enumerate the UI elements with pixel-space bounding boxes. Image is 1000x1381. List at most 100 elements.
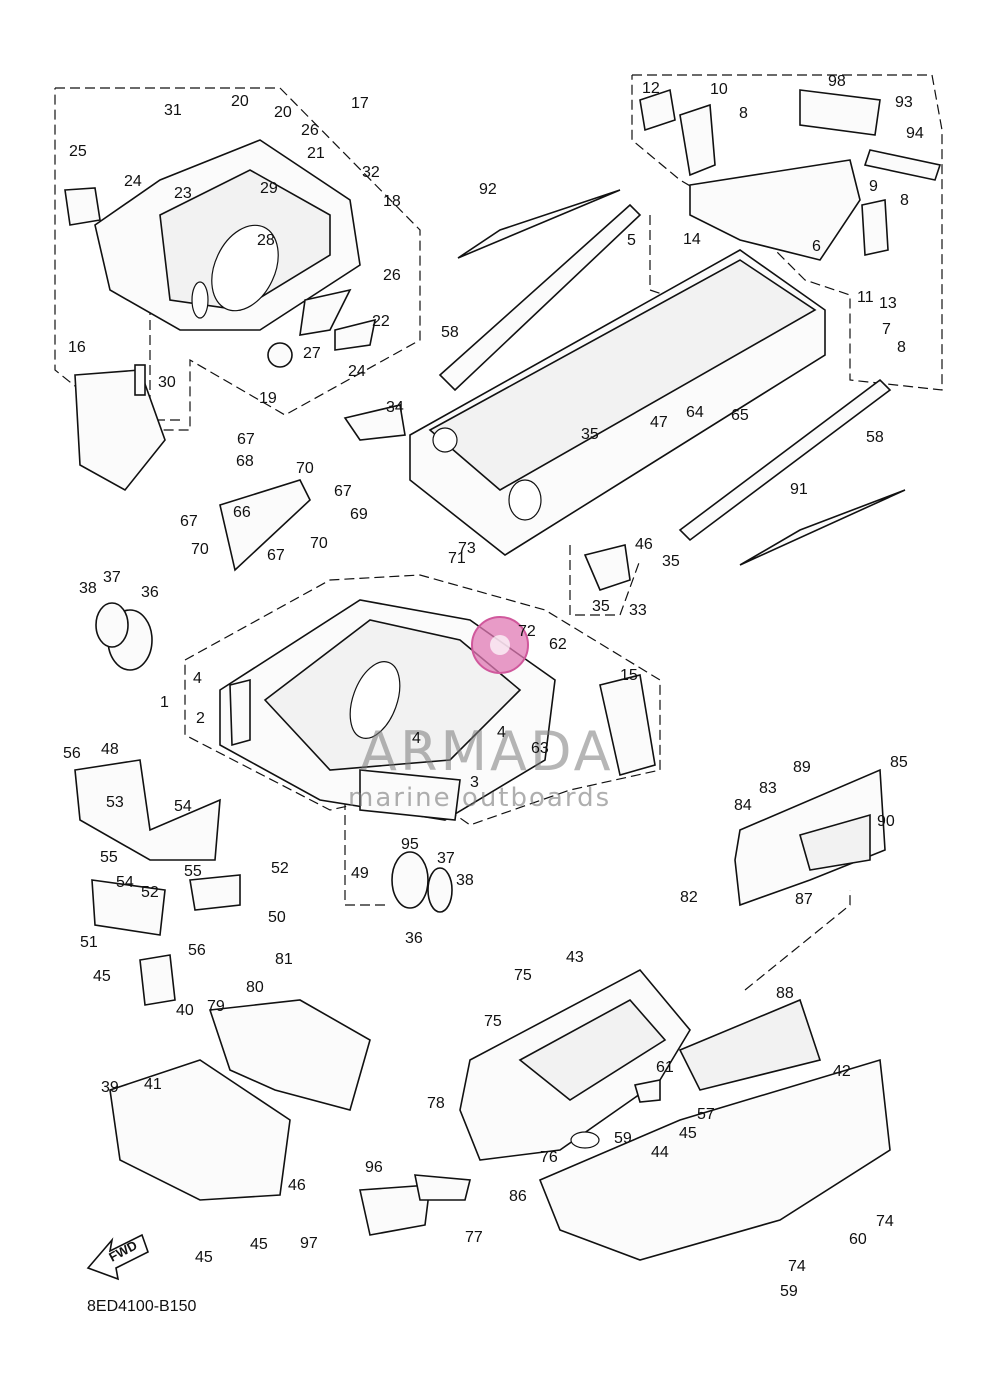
callout-label: 73 [458,540,476,557]
callout-label: 16 [68,339,86,356]
callout-label: 10 [710,81,728,98]
callout-label: 97 [300,1235,318,1252]
callout-label: 4 [412,730,421,747]
callout-label: 49 [351,865,369,882]
callout-label: 91 [790,481,808,498]
callout-label: 38 [79,580,97,597]
callout-label: 68 [236,453,254,470]
callout-label: 77 [465,1229,483,1246]
callout-label: 3 [470,774,479,791]
callout-label: 69 [350,506,368,523]
callout-label: 6 [812,238,821,255]
callout-label: 20 [231,93,249,110]
callout-label: 32 [362,164,380,181]
callout-label: 28 [257,232,275,249]
callout-label: 1 [160,694,169,711]
callout-label: 55 [184,863,202,880]
callout-label: 22 [372,313,390,330]
callout-label: 62 [549,636,567,653]
callout-label: 20 [274,104,292,121]
main-tunnel [343,88,942,591]
callout-label: 66 [233,504,251,521]
callout-label: 9 [869,178,878,195]
callout-label: 35 [581,426,599,443]
callout-label: 33 [629,602,647,619]
callout-label: 5 [627,232,636,249]
callout-label: 75 [514,967,532,984]
callout-label: 76 [540,1149,558,1166]
callout-label: 87 [795,891,813,908]
callout-label: 70 [296,460,314,477]
callout-label: 43 [566,949,584,966]
callout-label: 24 [124,173,142,190]
callout-label: 53 [106,794,124,811]
callout-label: 40 [176,1002,194,1019]
callout-label: 2 [196,710,205,727]
callout-label: 12 [642,80,660,97]
watermark-brand: ARMADA [360,720,614,783]
callout-label: 26 [301,122,319,139]
callout-label: 7 [882,321,891,338]
callout-label: 67 [334,483,352,500]
mid-frame [74,479,656,1006]
callout-label: 42 [833,1063,851,1080]
callout-label: 89 [793,759,811,776]
callout-label: 90 [877,813,895,830]
callout-label: 14 [683,231,701,248]
callout-label: 74 [876,1213,894,1230]
callout-label: 83 [759,780,777,797]
front-frame-upper [64,139,377,492]
callout-label: 45 [195,1249,213,1266]
callout-label: 30 [158,374,176,391]
callout-label: 95 [401,836,419,853]
callout-label: 27 [303,345,321,362]
callout-label: 4 [497,724,506,741]
callout-label: 74 [788,1258,806,1275]
callout-label: 60 [849,1231,867,1248]
callout-label: 18 [383,193,401,210]
callout-label: 45 [250,1236,268,1253]
callout-label: 37 [103,569,121,586]
callout-label: 50 [268,909,286,926]
callout-label: 19 [259,390,277,407]
callout-label: 36 [141,584,159,601]
callout-label: 94 [906,125,924,142]
callout-label: 88 [776,985,794,1002]
callout-label: 58 [866,429,884,446]
callout-label: 67 [237,431,255,448]
callout-label: 58 [441,324,459,341]
callout-label: 15 [620,667,638,684]
callout-label: 57 [697,1106,715,1123]
callout-label: 82 [680,889,698,906]
lower-bodywork [109,768,891,1261]
callout-label: 8 [739,105,748,122]
callout-label: 64 [686,404,704,421]
callout-label: 56 [63,745,81,762]
callout-label: 75 [484,1013,502,1030]
callout-label: 34 [386,399,404,416]
callout-label: 59 [614,1130,632,1147]
callout-label: 8 [900,192,909,209]
callout-label: 81 [275,951,293,968]
callout-label: 70 [191,541,209,558]
callout-label: 8 [897,339,906,356]
callout-label: 29 [260,180,278,197]
callout-label: 13 [879,295,897,312]
fwd-arrow: FWD [86,1233,149,1281]
callout-label: 85 [890,754,908,771]
callout-label: 38 [456,872,474,889]
callout-label: 96 [365,1159,383,1176]
callout-label: 48 [101,741,119,758]
diagram-code: 8ED4100-B150 [87,1298,197,1315]
callout-label: 63 [531,740,549,757]
callout-label: 11 [857,289,874,306]
callout-label: 4 [193,670,202,687]
callout-label: 44 [651,1144,669,1161]
callout-label: 55 [100,849,118,866]
callout-label: 92 [479,181,497,198]
callout-label: 47 [650,414,668,431]
callout-label: 67 [180,513,198,530]
callout-label: 51 [80,934,98,951]
